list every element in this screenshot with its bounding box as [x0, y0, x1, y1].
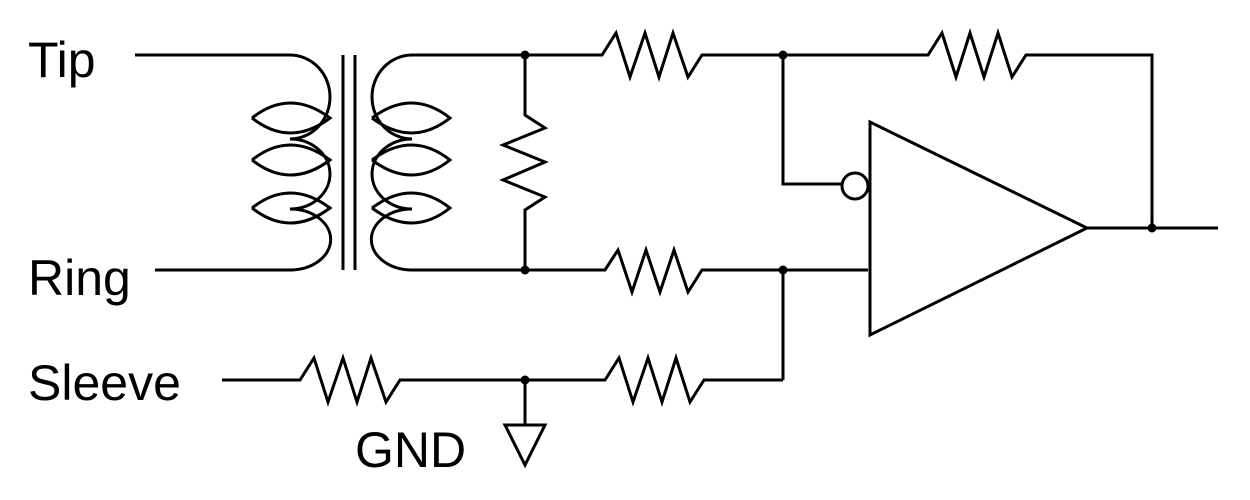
junction-dot [1147, 223, 1157, 233]
junction-dot [778, 265, 788, 275]
junction-dot [778, 50, 788, 60]
junction-dot [520, 375, 530, 385]
wire-inverting-input [781, 55, 842, 186]
inverting-input-bubble [840, 171, 870, 201]
resistor-input-top [525, 28, 783, 82]
resistor-feedback [783, 28, 1154, 228]
label-gnd: GND [355, 422, 466, 478]
resistor-load [499, 55, 549, 270]
resistor-sleeve [222, 353, 525, 407]
junction-dot [520, 265, 530, 275]
label-ring: Ring [28, 250, 131, 306]
junction-dot [520, 50, 530, 60]
transformer [135, 53, 525, 272]
ground-symbol [502, 380, 548, 469]
junction-dots [520, 50, 1157, 385]
resistor-input-bottom [525, 245, 868, 297]
label-sleeve: Sleeve [28, 355, 181, 411]
transformer-core [341, 55, 357, 270]
label-tip: Tip [28, 32, 96, 88]
resistor-reference [525, 353, 783, 407]
transformer-primary-winding [135, 53, 333, 272]
op-amp [868, 119, 1091, 338]
transformer-secondary-winding [369, 53, 525, 272]
